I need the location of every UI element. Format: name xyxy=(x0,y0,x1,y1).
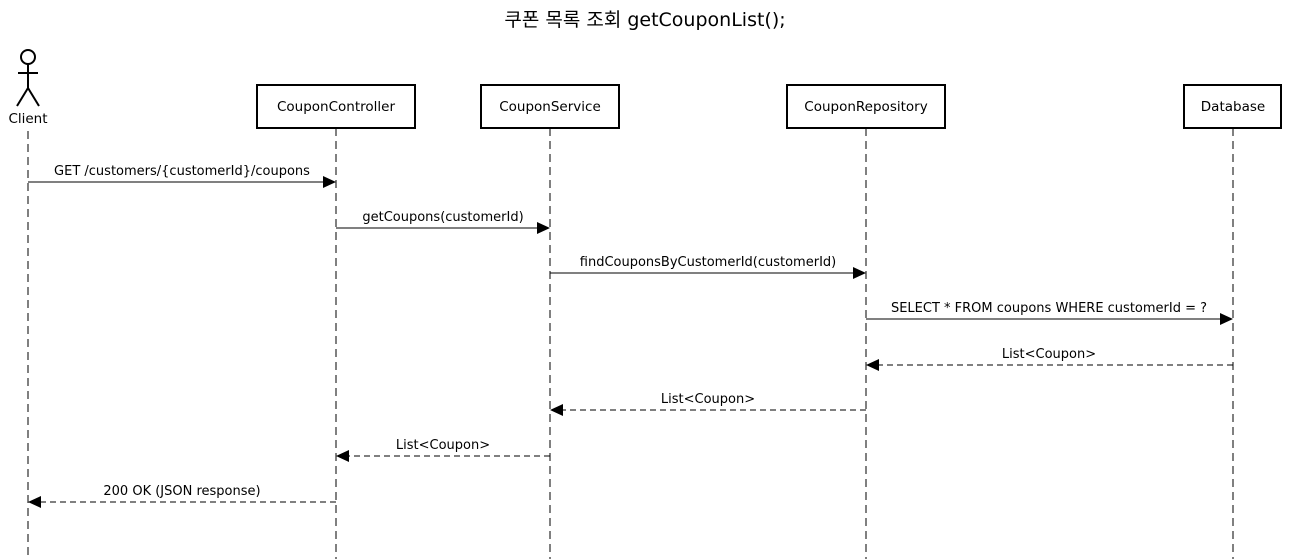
message-label-1: GET /customers/{customerId}/coupons xyxy=(54,164,310,179)
participant-label-controller: CouponController xyxy=(277,99,395,115)
participant-label-service: CouponService xyxy=(499,99,601,115)
actor-right-leg xyxy=(27,87,40,107)
message-label-7: List<Coupon> xyxy=(396,438,490,453)
message-arrowhead-5 xyxy=(866,359,879,371)
message-arrowhead-2 xyxy=(537,222,550,234)
message-arrowhead-8 xyxy=(28,496,41,508)
participant-label-repository: CouponRepository xyxy=(804,99,927,115)
participant-label-database: Database xyxy=(1201,99,1265,115)
message-label-6: List<Coupon> xyxy=(661,392,755,407)
message-arrowhead-3 xyxy=(853,267,866,279)
message-arrowhead-7 xyxy=(336,450,349,462)
diagram-title: 쿠폰 목록 조회 getCouponList(); xyxy=(504,9,785,31)
actor-left-leg xyxy=(16,87,29,107)
participant-box-repository xyxy=(786,84,946,129)
message-label-2: getCoupons(customerId) xyxy=(362,210,523,225)
participant-box-service xyxy=(480,84,620,129)
message-label-4: SELECT * FROM coupons WHERE customerId =… xyxy=(891,301,1207,316)
participant-label-client: Client xyxy=(8,111,47,127)
message-arrowhead-4 xyxy=(1220,313,1233,325)
message-label-5: List<Coupon> xyxy=(1002,347,1096,362)
actor-head xyxy=(20,49,36,65)
message-label-8: 200 OK (JSON response) xyxy=(103,484,260,499)
message-arrowhead-6 xyxy=(550,404,563,416)
message-label-3: findCouponsByCustomerId(customerId) xyxy=(580,255,836,270)
actor-client xyxy=(16,49,40,107)
message-arrowhead-1 xyxy=(323,176,336,188)
participant-box-database xyxy=(1183,84,1282,129)
participant-box-controller xyxy=(256,84,416,129)
